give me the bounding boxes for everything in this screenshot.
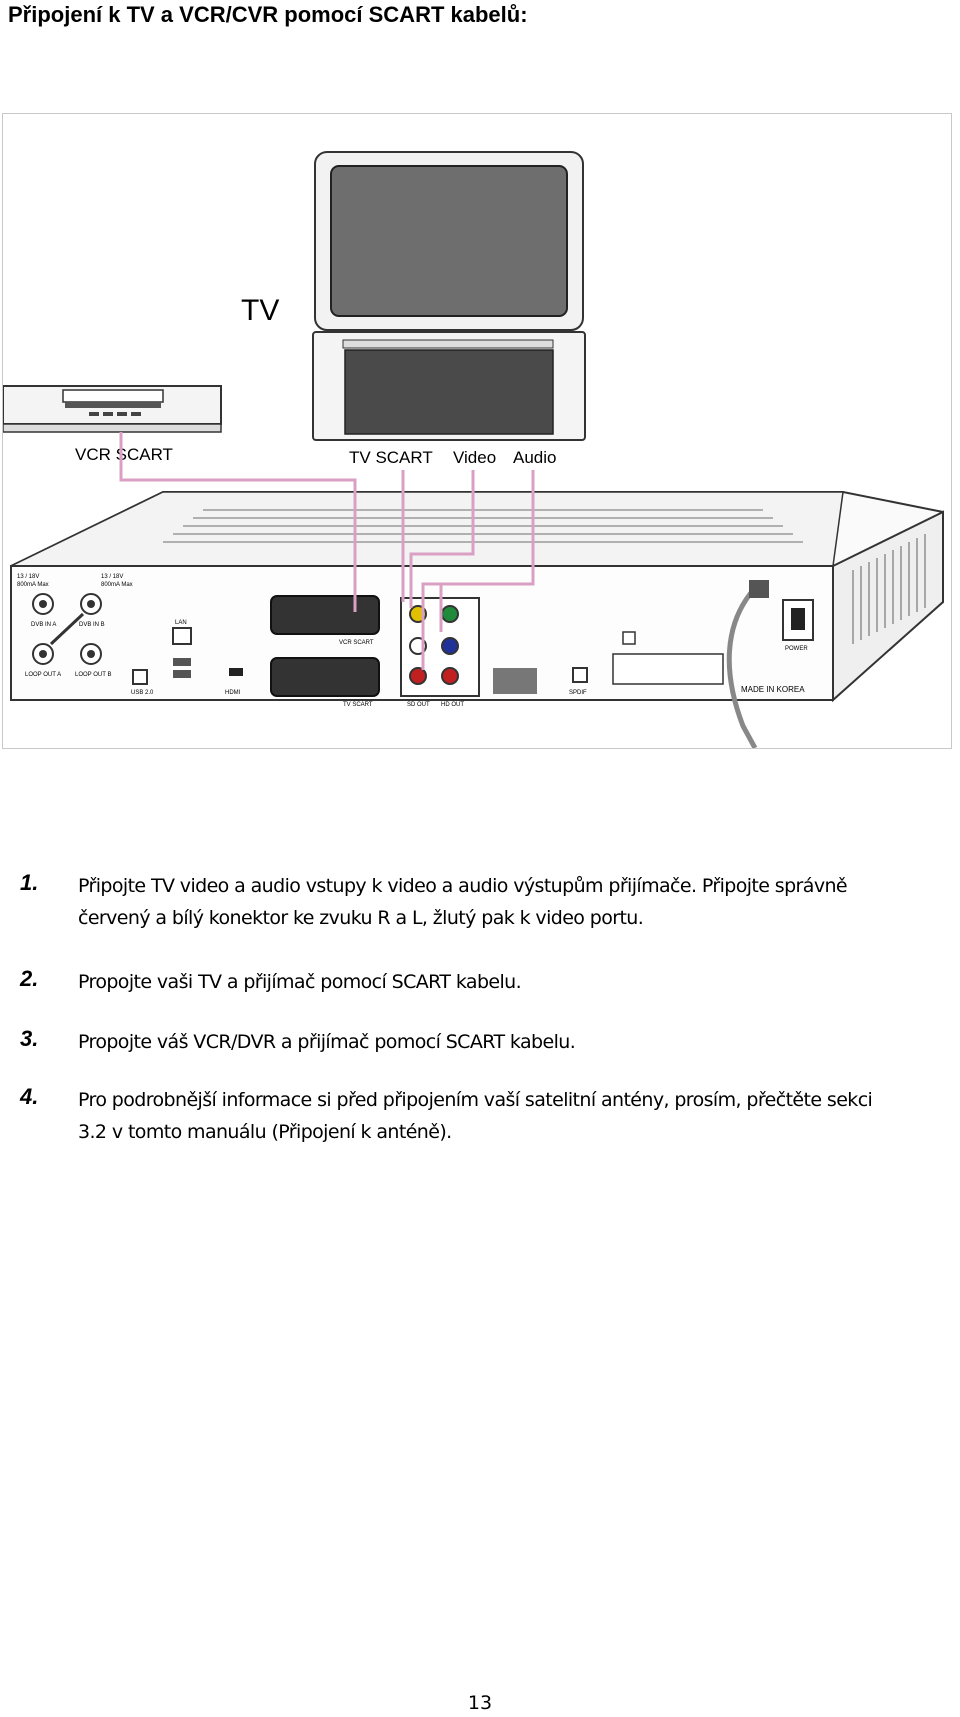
cables [119,432,535,670]
page-number: 13 [467,1692,493,1714]
tv-scart-port-label: TV SCART [343,702,373,708]
hdmi-label: HDMI [225,690,241,696]
lnb1-label: 13 / 18V [17,574,39,580]
step-text: Propojte vaši TV a přijímač pomocí SCART… [78,966,958,998]
lnb2-label: 13 / 18V [101,574,123,580]
sd-out-label: SD OUT [407,702,430,708]
video-label: Video [453,448,496,467]
step-line: Pro podrobnější informace si před připoj… [78,1089,873,1111]
vcr-illustration [3,385,222,433]
tv-illustration [312,151,586,441]
power-label: POWER [785,646,808,652]
receiver-illustration [10,491,944,748]
tv-label: TV [241,294,279,327]
audio-label: Audio [513,448,556,467]
step-line: Propojte váš VCR/DVR a přijímač pomocí S… [78,1031,576,1053]
made-in-label: MADE IN KOREA [741,685,805,694]
page-title: Připojení k TV a VCR/CVR pomocí SCART ka… [8,2,528,27]
loop-out-b-label: LOOP OUT B [75,672,111,678]
step-number: 2. [20,966,39,991]
dvbs-in-b-label: DVB IN B [79,622,105,628]
step-line: Připojte TV video a audio vstupy k video… [78,875,848,897]
loop-out-a-label: LOOP OUT A [25,672,61,678]
tv-scart-label: TV SCART [349,448,433,467]
hd-out-label: HD OUT [441,702,464,708]
step-number: 1. [20,870,39,895]
usb-label: USB 2.0 [131,690,154,696]
step-line: 3.2 v tomto manuálu (Připojení k anténě)… [78,1121,452,1143]
step-number: 4. [20,1084,39,1109]
step-line: červený a bílý konektor ke zvuku R a L, … [78,907,644,929]
connection-diagram: TV VCR SCART TV SCART Video Audio [2,113,952,749]
vcr-scart-port-label: VCR SCART [339,640,374,646]
lnb1-current: 800mA Max [17,582,49,588]
vcr-scart-label: VCR SCART [75,445,173,464]
step-text: Pro podrobnější informace si před připoj… [78,1084,958,1148]
spdif-label: SPDIF [569,690,587,696]
connection-diagram-svg: TV VCR SCART TV SCART Video Audio [3,151,944,748]
step-text: Připojte TV video a audio vstupy k video… [78,870,958,934]
dvbs-in-a-label: DVB IN A [31,622,56,628]
lnb2-current: 800mA Max [101,582,133,588]
step-text: Propojte váš VCR/DVR a přijímač pomocí S… [78,1026,958,1058]
step-number: 3. [20,1026,39,1051]
lan-label: LAN [175,620,187,626]
step-line: Propojte vaši TV a přijímač pomocí SCART… [78,971,522,993]
